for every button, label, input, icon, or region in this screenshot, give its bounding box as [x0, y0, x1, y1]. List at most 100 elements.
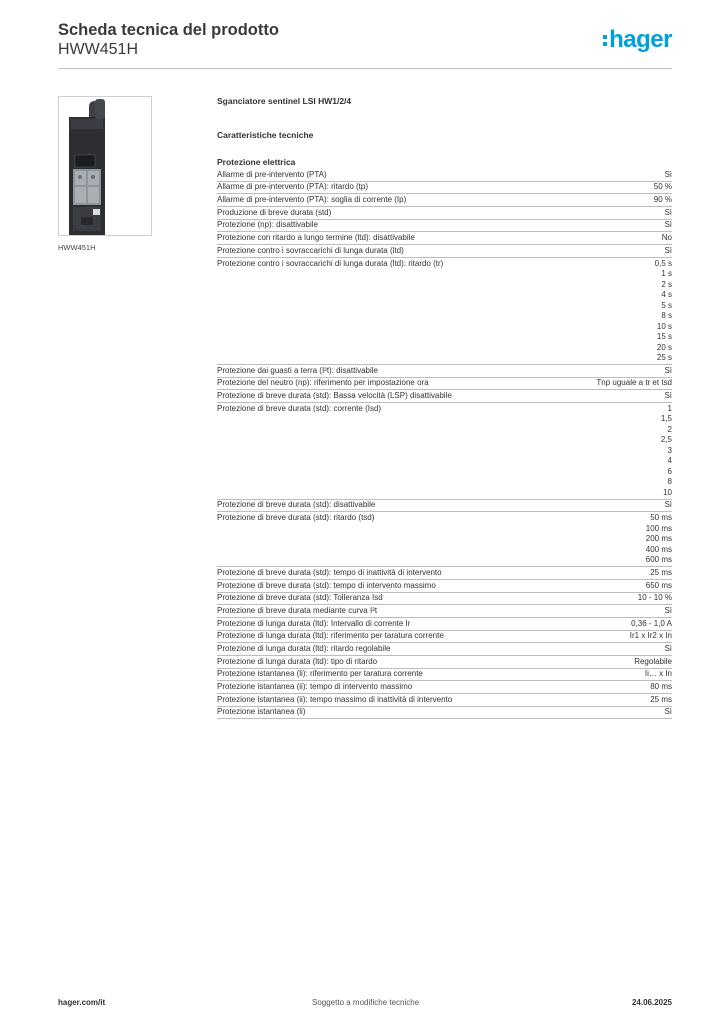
- spec-value-item: 0,5 s: [654, 258, 672, 268]
- trip-unit-icon: [59, 97, 151, 235]
- spec-value: Sì: [664, 246, 672, 257]
- product-image: [58, 96, 152, 236]
- spec-label: Protezione di breve durata (std): Bassa …: [217, 391, 452, 401]
- spec-value: Sì: [664, 644, 672, 655]
- logo-dots-icon: [603, 34, 608, 46]
- spec-value: Sì: [664, 366, 672, 377]
- spec-value: Sì: [664, 606, 672, 617]
- spec-value-item: Sì: [664, 500, 672, 510]
- spec-value-item: 50 ms: [650, 513, 672, 523]
- spec-label: Protezione di breve durata (std): Toller…: [217, 593, 383, 603]
- spec-row: Protezione di breve durata (std): tempo …: [217, 580, 672, 593]
- spec-value-item: Sì: [664, 707, 672, 717]
- spec-value: Tnp uguale a tr et tsd: [596, 378, 672, 389]
- spec-row: Protezione istantanea (li) Sì: [217, 707, 672, 720]
- spec-row: Protezione istantanea (ii): tempo di int…: [217, 681, 672, 694]
- spec-value-item: 6: [667, 466, 672, 476]
- spec-value-item: Sì: [664, 207, 672, 217]
- spec-value-item: Sì: [664, 643, 672, 653]
- spec-row: Allarme di pre-intervento (PTA): ritardo…: [217, 182, 672, 195]
- spec-label: Allarme di pre-intervento (PTA): [217, 169, 327, 179]
- spec-row: Protezione di breve durata (std): Toller…: [217, 593, 672, 606]
- spec-label: Protezione di breve durata (std): disatt…: [217, 500, 376, 510]
- spec-value-item: 1 s: [661, 269, 672, 278]
- spec-value-item: 10: [663, 487, 672, 497]
- spec-label: Protezione del neutro (np): riferimento …: [217, 378, 429, 388]
- spec-value-item: 8 s: [661, 311, 672, 320]
- spec-value-item: 10 s: [656, 321, 672, 331]
- spec-row: Protezione istantanea (li): riferimento …: [217, 669, 672, 682]
- spec-value-item: 400 ms: [645, 544, 672, 554]
- spec-value-item: Sì: [664, 245, 672, 255]
- spec-row: Protezione di breve durata (std): corren…: [217, 403, 672, 500]
- logo-text: hager: [609, 26, 672, 53]
- spec-value: 90 %: [654, 195, 672, 206]
- spec-label: Protezione di lunga durata (ltd): ritard…: [217, 643, 391, 653]
- spec-value-item: Sì: [664, 365, 672, 375]
- spec-value-item: 4 s: [661, 290, 672, 299]
- spec-value-item: Ii… x In: [644, 669, 672, 679]
- spec-row: Protezione di breve durata (std): Bassa …: [217, 390, 672, 404]
- spec-value-item: 90 %: [653, 195, 672, 205]
- spec-value-item: 3: [667, 445, 672, 455]
- spec-value: Sì: [664, 391, 672, 402]
- spec-value-item: 100 ms: [645, 523, 672, 533]
- page-header: Scheda tecnica del prodotto HWW451H: [58, 20, 279, 60]
- spec-value-item: Ir1 x Ir2 x In: [629, 631, 672, 641]
- spec-row: Protezione del neutro (np): riferimento …: [217, 378, 672, 391]
- spec-label: Protezione di breve durata (std): tempo …: [217, 580, 436, 590]
- spec-row: Protezione con ritardo a lungo termine (…: [217, 232, 672, 246]
- spec-value: Ir1 x Ir2 x In: [630, 631, 672, 642]
- spec-label: Protezione istantanea (ii): tempo massim…: [217, 694, 453, 704]
- spec-label: Protezione contro i sovraccarichi di lun…: [217, 245, 404, 255]
- spec-value-item: 10 - 10 %: [637, 593, 672, 603]
- spec-row: Protezione di lunga durata (ltd): riferi…: [217, 631, 672, 644]
- spec-value-item: 1: [667, 403, 672, 413]
- spec-label: Protezione di breve durata (std): ritard…: [217, 513, 375, 523]
- spec-label: Protezione dai guasti a terra (I²t): dis…: [217, 365, 378, 375]
- spec-value-item: Regolabile: [634, 656, 672, 666]
- footer-website[interactable]: hager.com/it: [58, 998, 106, 1007]
- spec-row: Protezione di breve durata mediante curv…: [217, 605, 672, 618]
- group-title: Protezione elettrica: [217, 157, 296, 167]
- footer-date: 24.06.2025: [631, 998, 672, 1007]
- spec-value-item: 2,5: [660, 435, 672, 445]
- spec-value-item: No: [661, 233, 672, 243]
- spec-row: Protezione contro i sovraccarichi di lun…: [217, 258, 672, 365]
- spec-value: 0,36 - 1,0 A: [631, 619, 672, 630]
- page-title: Scheda tecnica del prodotto: [58, 21, 279, 39]
- spec-value: 10 - 10 %: [638, 593, 672, 604]
- spec-value: 25 ms: [650, 568, 672, 579]
- spec-value-item: Sì: [664, 605, 672, 615]
- spec-value-item: 15 s: [656, 332, 672, 341]
- spec-value-item: 2 s: [661, 279, 672, 289]
- spec-label: Protezione di breve durata mediante curv…: [217, 605, 378, 615]
- spec-value-item: 8: [667, 477, 672, 487]
- hager-logo: hager: [603, 28, 672, 52]
- spec-value-item: 1,5: [660, 414, 672, 424]
- spec-value: 25 ms: [650, 695, 672, 706]
- spec-value-item: 5 s: [661, 300, 672, 310]
- spec-value: Ii… x In: [645, 669, 672, 680]
- spec-value: Sì: [664, 707, 672, 718]
- spec-label: Protezione istantanea (li): [217, 707, 306, 717]
- spec-value-item: 25 ms: [650, 694, 672, 704]
- spec-label: Protezione (np): disattivabile: [217, 220, 318, 230]
- spec-label: Allarme di pre-intervento (PTA): soglia …: [217, 195, 407, 205]
- spec-value-item: 4: [667, 456, 672, 466]
- spec-label: Protezione contro i sovraccarichi di lun…: [217, 258, 444, 268]
- spec-value-item: 20 s: [656, 342, 672, 352]
- spec-row: Allarme di pre-intervento (PTA)Sì: [217, 169, 672, 182]
- spec-row: Protezione istantanea (ii): tempo massim…: [217, 694, 672, 707]
- spec-row: Protezione di lunga durata (ltd): tipo d…: [217, 656, 672, 669]
- spec-value-item: 80 ms: [650, 682, 672, 691]
- spec-value-item: 200 ms: [645, 534, 672, 544]
- spec-value-item: 25 s: [656, 353, 672, 362]
- header-divider: [58, 68, 672, 69]
- spec-label: Protezione di breve durata (std): corren…: [217, 403, 382, 413]
- spec-row: Protezione di breve durata (std): ritard…: [217, 512, 672, 568]
- footer-note: Soggetto a modifiche tecniche: [312, 998, 420, 1007]
- product-code: HWW451H: [58, 41, 139, 58]
